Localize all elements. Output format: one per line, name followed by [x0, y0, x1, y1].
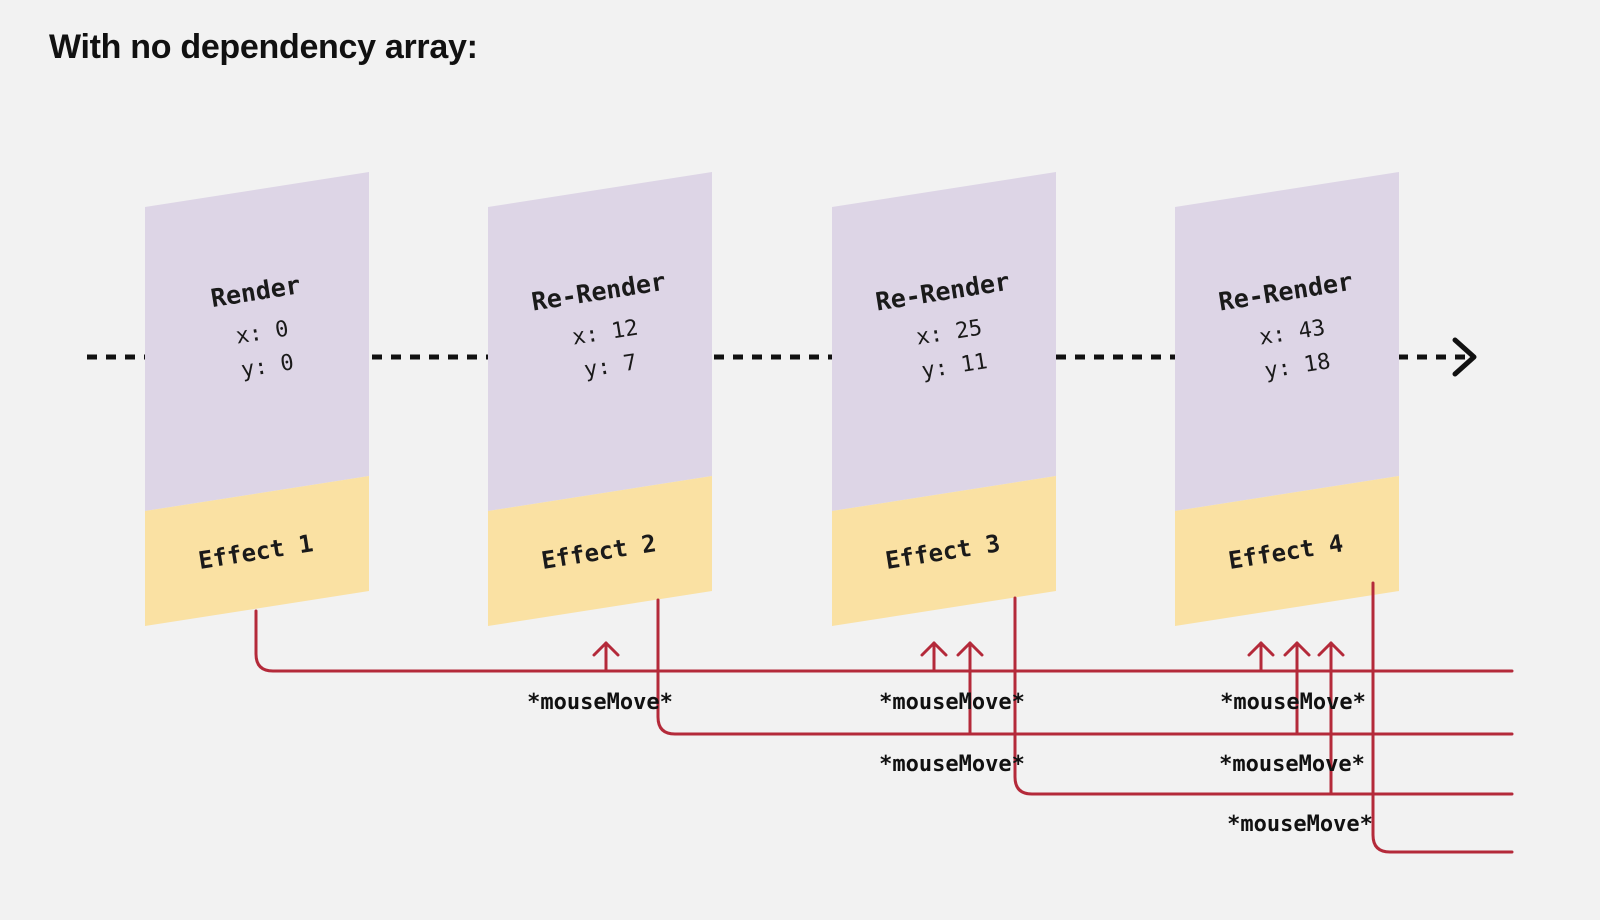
mousemove-label: *mouseMove* [1220, 690, 1366, 715]
up-arrow-icon [956, 641, 984, 736]
mousemove-label: *mouseMove* [879, 752, 1025, 777]
event-labels: *mouseMove* *mouseMove* *mouseMove* *mou… [527, 690, 1373, 837]
mousemove-label: *mouseMove* [527, 690, 673, 715]
up-arrow-icon [920, 641, 948, 673]
listener-line-effect-4 [1371, 581, 1514, 854]
render-card-1: Render x: 0 y: 0 Effect 1 [145, 172, 369, 626]
listener-line-effect-1 [254, 609, 1514, 673]
render-panel [488, 172, 712, 511]
mousemove-label: *mouseMove* [1219, 752, 1365, 777]
render-panel [145, 172, 369, 511]
listener-line-effect-2 [656, 598, 1514, 736]
up-arrow-icon [1317, 641, 1345, 796]
render-panel [1175, 172, 1399, 511]
timeline-arrow-head-icon [1452, 337, 1477, 377]
effect-panel [488, 476, 712, 626]
event-listeners [254, 581, 1514, 854]
mousemove-label: *mouseMove* [879, 690, 1025, 715]
effect-panel [145, 476, 369, 626]
effect-panel [1175, 476, 1399, 626]
mousemove-label: *mouseMove* [1227, 812, 1373, 837]
render-card-3: Re-Render x: 25 y: 11 Effect 3 [832, 172, 1056, 626]
effect-panel [832, 476, 1056, 626]
up-arrow-icon [1247, 641, 1275, 673]
render-panel [832, 172, 1056, 511]
up-arrow-icon [592, 641, 620, 673]
render-card-2: Re-Render x: 12 y: 7 Effect 2 [488, 172, 712, 626]
page-title: With no dependency array: [49, 28, 478, 66]
render-card-4: Re-Render x: 43 y: 18 Effect 4 [1175, 172, 1399, 626]
up-arrow-icon [1283, 641, 1311, 736]
listener-line-effect-3 [1013, 596, 1514, 796]
